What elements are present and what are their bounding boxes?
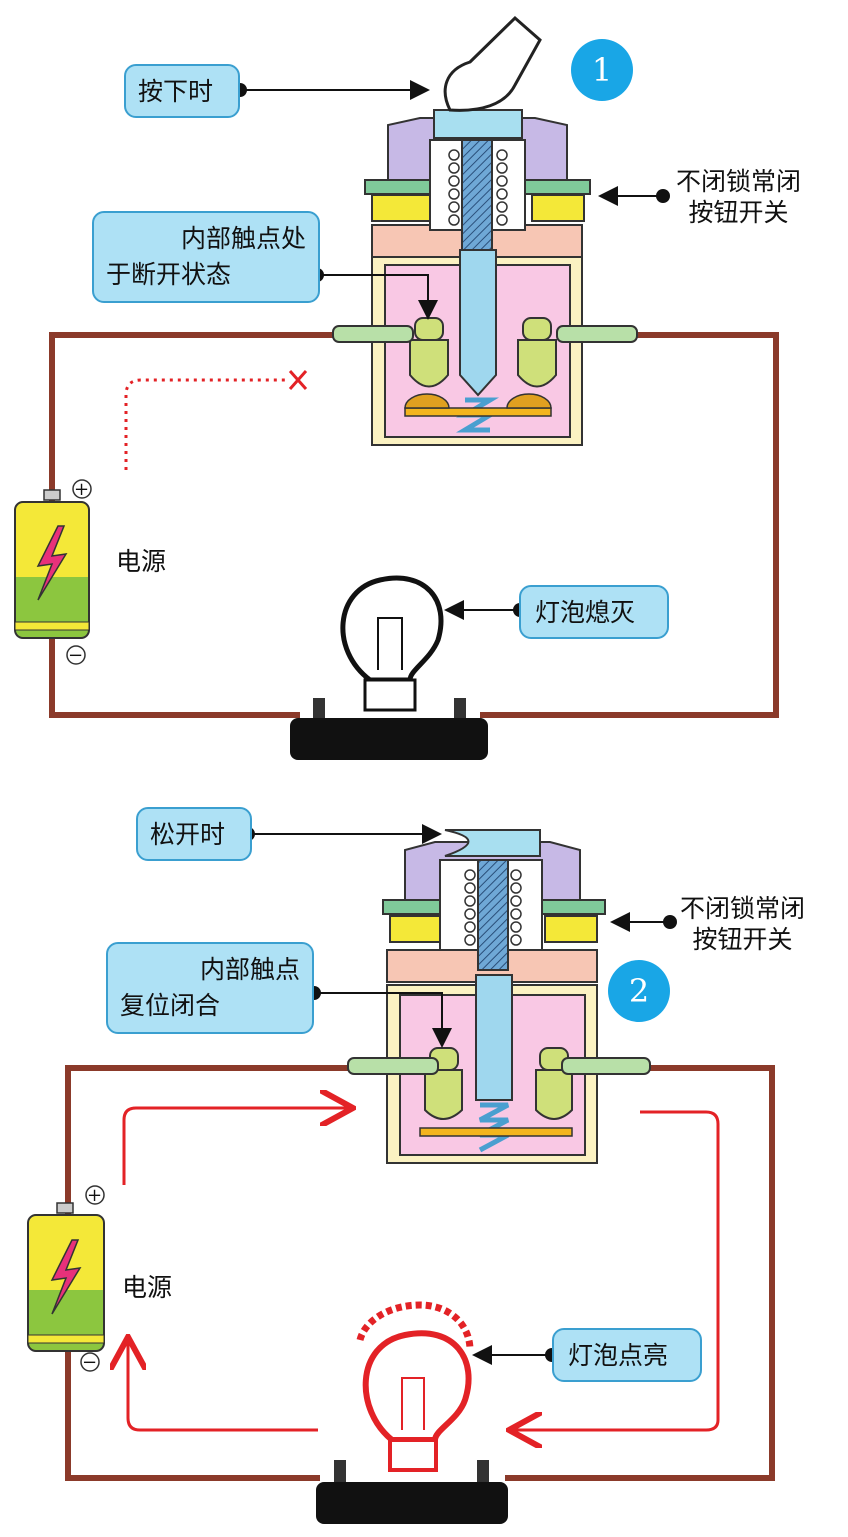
bulb-callout-2: 灯泡点亮 bbox=[552, 1328, 702, 1382]
release-callout: 松开时 bbox=[136, 807, 252, 861]
battery-minus-2: − bbox=[82, 1352, 98, 1373]
switch-label-1: 不闭锁常闭 按钮开关 bbox=[676, 166, 801, 228]
switch-label-2-line2: 按钮开关 bbox=[692, 925, 793, 954]
switch-label-1-line2: 按钮开关 bbox=[688, 198, 789, 227]
finger-1 bbox=[443, 15, 542, 112]
switch-2 bbox=[347, 829, 651, 1164]
bulb-label-2: 灯泡点亮 bbox=[568, 1341, 669, 1370]
step-badge-1: 1 bbox=[571, 39, 633, 101]
contact-label-2-line1: 内部触点 bbox=[199, 955, 300, 984]
broken-current-path-1 bbox=[124, 378, 288, 470]
battery-minus-1: − bbox=[68, 645, 84, 666]
power-label-2: 电源 bbox=[122, 1273, 173, 1302]
switch-label-2-line1: 不闭锁常闭 bbox=[680, 894, 806, 923]
bulb-off bbox=[290, 575, 488, 760]
step-badge-2: 2 bbox=[608, 960, 670, 1022]
battery-1 bbox=[14, 479, 92, 665]
bulb-callout-1: 灯泡熄灭 bbox=[519, 585, 669, 639]
current-path-right bbox=[512, 1110, 720, 1430]
break-x-mark bbox=[288, 370, 308, 390]
contact-label-2-line2: 复位闭合 bbox=[120, 991, 221, 1020]
press-label: 按下时 bbox=[138, 77, 214, 106]
panel-1 bbox=[14, 15, 779, 760]
power-label-1: 电源 bbox=[116, 547, 167, 576]
switch-1 bbox=[332, 109, 638, 446]
contact-callout-2: 内部触点 复位闭合 bbox=[106, 942, 314, 1034]
switch-label-2: 不闭锁常闭 按钮开关 bbox=[680, 893, 805, 955]
release-label: 松开时 bbox=[150, 820, 226, 849]
contact-label-1-line1: 内部触点处 bbox=[180, 224, 306, 253]
battery-2 bbox=[27, 1185, 105, 1372]
bulb-on bbox=[316, 1301, 508, 1524]
current-path-top-left bbox=[122, 1108, 350, 1185]
panel-2 bbox=[27, 824, 775, 1524]
contact-callout-1: 内部触点处 于断开状态 bbox=[92, 211, 320, 303]
press-callout: 按下时 bbox=[124, 64, 240, 118]
current-path-bottom-left bbox=[128, 1340, 318, 1432]
switch-label-1-line1: 不闭锁常闭 bbox=[676, 167, 802, 196]
battery-plus-2: + bbox=[87, 1185, 103, 1206]
battery-plus-1: + bbox=[74, 479, 90, 500]
bulb-label-1: 灯泡熄灭 bbox=[535, 598, 636, 627]
contact-label-1-line2: 于断开状态 bbox=[106, 260, 232, 289]
